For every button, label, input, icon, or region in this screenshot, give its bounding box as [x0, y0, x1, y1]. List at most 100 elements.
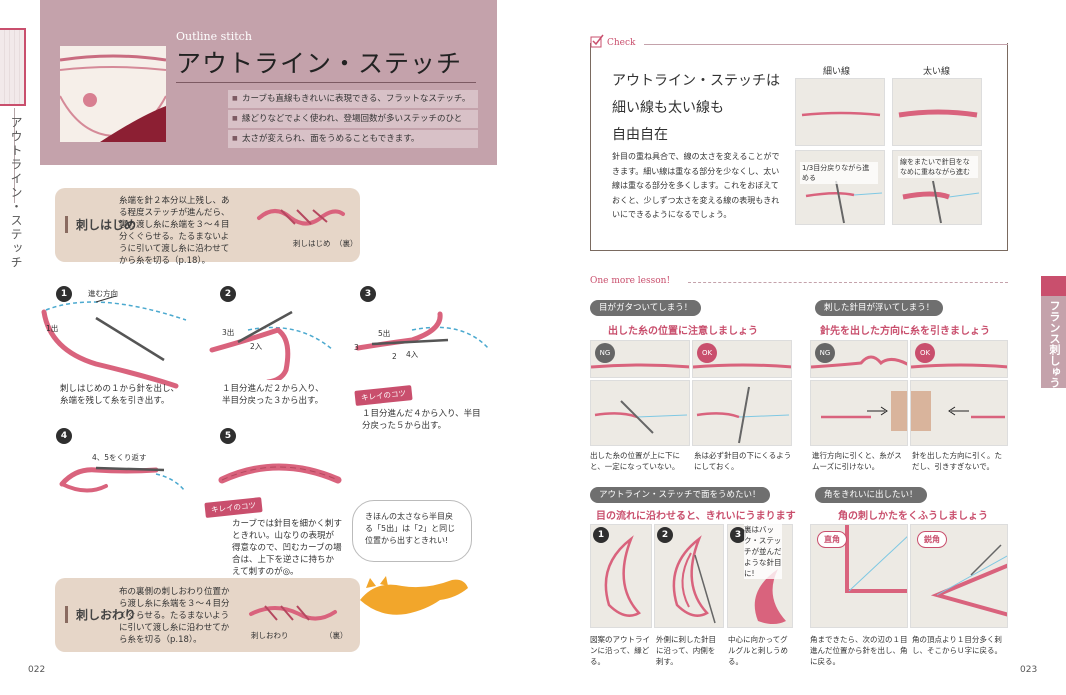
q3-side-note: 裏はバック・ステッチが並んだような針目に! — [744, 524, 782, 579]
page-number-right: 023 — [1020, 665, 1038, 675]
q4-pill: 角をきれいに出したい！ — [815, 487, 927, 503]
q2-pill: 刺した針目が浮いてしまう！ — [815, 300, 944, 316]
step-1-text: 刺しはじめの１から針を出し、糸端を残して糸を引き出す。 — [60, 384, 180, 406]
step-5-illustration — [218, 463, 342, 484]
end-caption: 刺しおわり — [251, 631, 289, 640]
q1-ng-photo-top: NG — [590, 340, 690, 378]
q1-pill: 目がガタついてしまう！ — [590, 300, 702, 316]
step-2-illustration — [209, 310, 334, 380]
q1-ok-photo-top: OK — [692, 340, 792, 378]
q1-ok-badge: OK — [697, 343, 717, 363]
thick-label: 太い線 — [923, 67, 951, 77]
q2-note-right: 針を出した方向に引く。ただし、引きすぎないで。 — [912, 451, 1002, 471]
step-3-label-5: 5出 — [378, 329, 391, 338]
end-back: （裏） — [325, 631, 348, 640]
check-heading: アウトライン・ステッチは 細い線も太い線も 自由自在 — [612, 68, 780, 149]
q4-note-left: 角まできたら、次の辺の１目進んだ位置から針を出し、角に戻る。 — [810, 635, 908, 666]
header-photo — [60, 46, 166, 142]
start-box: 刺しはじめ 糸端を針２本分以上残し、ある程度ステッチが進んだら、裏の渡し糸に糸端… — [55, 188, 360, 266]
thick-caption: 線をまたいで針目をななめに重ねながら進む — [898, 156, 978, 178]
photo-thick-line — [892, 78, 982, 146]
q1-note-left: 出した糸の位置が上に下にと、一定になっていない。 — [590, 451, 680, 471]
q3-note-3: 中心に向かってグルグルと刺しうめる。 — [728, 635, 788, 666]
step-1-label-1: 1出 — [46, 324, 59, 333]
step-3-label-2: 2 — [392, 352, 397, 361]
cat-icon — [360, 576, 468, 615]
start-label: 刺しはじめ — [65, 216, 136, 233]
check-title-rule — [644, 44, 1008, 45]
q2-ng-photo-bottom — [810, 380, 908, 446]
step-2-text: １目分進んだ２から入り、半目分戻った３から出す。 — [222, 384, 324, 406]
q2-ng-photo-top: NG — [810, 340, 908, 378]
thin-caption: 1/3目分戻りながら進める — [800, 162, 878, 184]
q1-ok-photo-bottom — [692, 380, 792, 446]
tip-badge-2: キレイのコツ — [204, 497, 263, 518]
q2-ok-photo-bottom — [910, 380, 1008, 446]
check-body: 針目の重ね具合で、線の太さを変えることができます。細い線は重なる部分を少なくし、… — [612, 152, 780, 219]
check-heading-line-3: 自由自在 — [612, 127, 668, 143]
q4-heading: 角の刺しかたをくふうしましょう — [838, 511, 988, 522]
q3-photo-2: 2 — [654, 524, 724, 628]
header-rule — [176, 82, 476, 83]
q1-note-right: 糸は必ず針目の下にくるようにしておく。 — [694, 451, 792, 471]
end-illustration — [249, 605, 337, 621]
header-photo-art — [60, 54, 166, 142]
step-1-label-direction: 進む方向 — [88, 289, 118, 298]
q4-badge-2: 鋭角 — [917, 531, 947, 548]
q1-ng-badge: NG — [595, 343, 615, 363]
step-3-illustration — [355, 311, 489, 351]
header-bullet-3: 太さが変えられ、面をうめることもできます。 — [228, 130, 478, 148]
q3-photo-1: 1 — [590, 524, 652, 628]
q3-note-2: 外側に刺した針目に沿って、内側を刺す。 — [656, 635, 716, 666]
check-label: Check — [607, 38, 636, 48]
end-text: 布の裏側の刺しおわり位置から渡し糸に糸端を３〜４目分くぐらせる。たるまないように… — [119, 587, 230, 645]
checkbox-icon — [590, 34, 604, 48]
step-4-illustration — [59, 466, 185, 493]
q3-num-3: 3 — [730, 527, 746, 543]
step-2-label-3: 3出 — [222, 328, 235, 337]
q1-ng-photo-bottom — [590, 380, 690, 446]
step-3-text: １目分進んだ４から入り、半目分戻った５から出す。 — [362, 409, 481, 431]
step-4-label: 4、5をくり返す — [92, 453, 147, 462]
q3-pill: アウトライン・ステッチで面をうめたい！ — [590, 487, 770, 503]
step-5-text: カーブでは針目を細かく刺すときれい。山なりの表現が得意なので、凹むカーブの場合は… — [232, 519, 342, 577]
q2-ok-photo-top: OK — [910, 340, 1008, 378]
q4-photo-acute-angle: 鋭角 — [910, 524, 1008, 628]
q2-ng-badge: NG — [815, 343, 835, 363]
start-caption: 刺しはじめ — [293, 239, 331, 248]
step-3-number: 3 — [360, 286, 376, 302]
step-1-illustration — [41, 295, 187, 389]
side-tab-accent — [1041, 276, 1066, 296]
end-box: 刺しおわり 布の裏側の刺しおわり位置から渡し糸に糸端を３〜４目分くぐらせる。たる… — [55, 578, 360, 652]
q2-ok-badge: OK — [915, 343, 935, 363]
lesson-label: One more lesson! — [590, 276, 671, 286]
header-bullet-1: カーブも直線もきれいに表現できる、フラットなステッチ。 — [228, 90, 478, 108]
step-2-number: 2 — [220, 286, 236, 302]
left-tab-title: アウトライン・ステッチ — [9, 116, 23, 270]
thin-label: 細い線 — [823, 67, 851, 77]
q4-note-right: 角の頂点より１目分多く刺し、そこからＵ字に戻る。 — [912, 635, 1002, 655]
q2-note-left: 進行方向に引くと、糸がスムーズに引けない。 — [812, 451, 902, 471]
side-tab-label: フランス刺しゅう — [1048, 300, 1061, 388]
check-frame — [590, 43, 1008, 251]
tab-divider — [14, 108, 15, 203]
q2-heading: 針先を出した方向に糸を引きましょう — [820, 326, 990, 337]
tip-badge-1: キレイのコツ — [354, 385, 413, 406]
tab-photo — [0, 28, 26, 106]
start-illustration — [257, 209, 345, 226]
q3-num-1: 1 — [593, 527, 609, 543]
start-text: 糸端を針２本分以上残し、ある程度ステッチが進んだら、裏の渡し糸に糸端を３〜４目分… — [119, 196, 230, 266]
photo-thin-line — [795, 78, 885, 146]
step-4-number: 4 — [56, 428, 72, 444]
step-2-label-2: 2入 — [250, 342, 263, 351]
lesson-rule — [688, 282, 1008, 283]
step-1-number: 1 — [56, 286, 72, 302]
step-3-label-3: 3 — [354, 343, 359, 352]
q1-heading: 出した糸の位置に注意しましょう — [608, 326, 758, 337]
header-title: アウトライン・ステッチ — [176, 49, 463, 78]
tip-bubble: きほんの太さなら半目戻る「5出」は「2」と同じ位置から出すときれい! — [352, 500, 472, 562]
q3-heading: 目の流れに沿わせると、きれいにうまります — [596, 511, 796, 522]
q3-num-2: 2 — [657, 527, 673, 543]
end-label: 刺しおわり — [65, 606, 136, 623]
header-subtitle: Outline stitch — [176, 30, 252, 43]
